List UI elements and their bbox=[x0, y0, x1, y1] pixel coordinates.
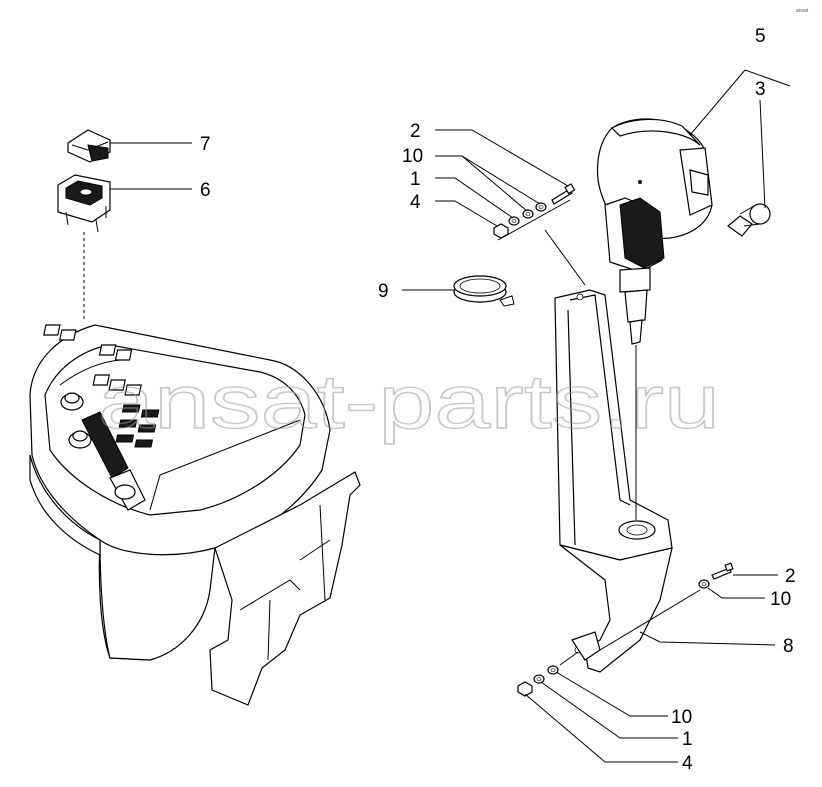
callout-4-top: 4 bbox=[410, 192, 421, 213]
console-lever bbox=[81, 411, 146, 511]
callout-2-top: 2 bbox=[410, 121, 421, 142]
callout-3: 3 bbox=[755, 79, 766, 100]
leader-lines bbox=[110, 69, 791, 763]
right-fastener-group bbox=[599, 562, 734, 651]
console-switch-row-1 bbox=[43, 324, 133, 361]
hose-clamp-9 bbox=[453, 275, 515, 307]
callout-10-bottom: 10 bbox=[671, 707, 692, 728]
switch-cap-7 bbox=[67, 129, 111, 163]
console-assembly bbox=[29, 324, 361, 706]
display-unit-5 bbox=[596, 118, 713, 345]
rocker-switch-6 bbox=[57, 174, 111, 233]
callout-5: 5 bbox=[755, 26, 766, 47]
callout-labels: 5 3 7 6 2 10 1 4 9 2 10 8 10 1 4 bbox=[200, 26, 796, 774]
corner-mark: ansat bbox=[796, 8, 809, 14]
console-switch-row-2 bbox=[92, 374, 142, 396]
console-knobs bbox=[60, 392, 92, 449]
callout-8: 8 bbox=[783, 636, 794, 657]
callout-10-right: 10 bbox=[770, 589, 791, 610]
bottom-fastener-group bbox=[517, 651, 579, 697]
callout-7: 7 bbox=[200, 134, 211, 155]
callout-6: 6 bbox=[200, 180, 211, 201]
mounting-bracket-8 bbox=[554, 289, 673, 673]
callout-4-bottom: 4 bbox=[682, 753, 693, 774]
callout-1-top: 1 bbox=[410, 169, 421, 190]
console-switch-row-3 bbox=[115, 404, 160, 448]
bulb-3 bbox=[727, 203, 771, 237]
callout-1-bottom: 1 bbox=[682, 729, 693, 750]
callout-2-right: 2 bbox=[785, 566, 796, 587]
callout-10-top: 10 bbox=[402, 146, 423, 167]
watermark-text: ansat-parts.ru bbox=[98, 360, 720, 445]
callout-9: 9 bbox=[378, 281, 389, 302]
top-fastener-group bbox=[493, 183, 586, 286]
